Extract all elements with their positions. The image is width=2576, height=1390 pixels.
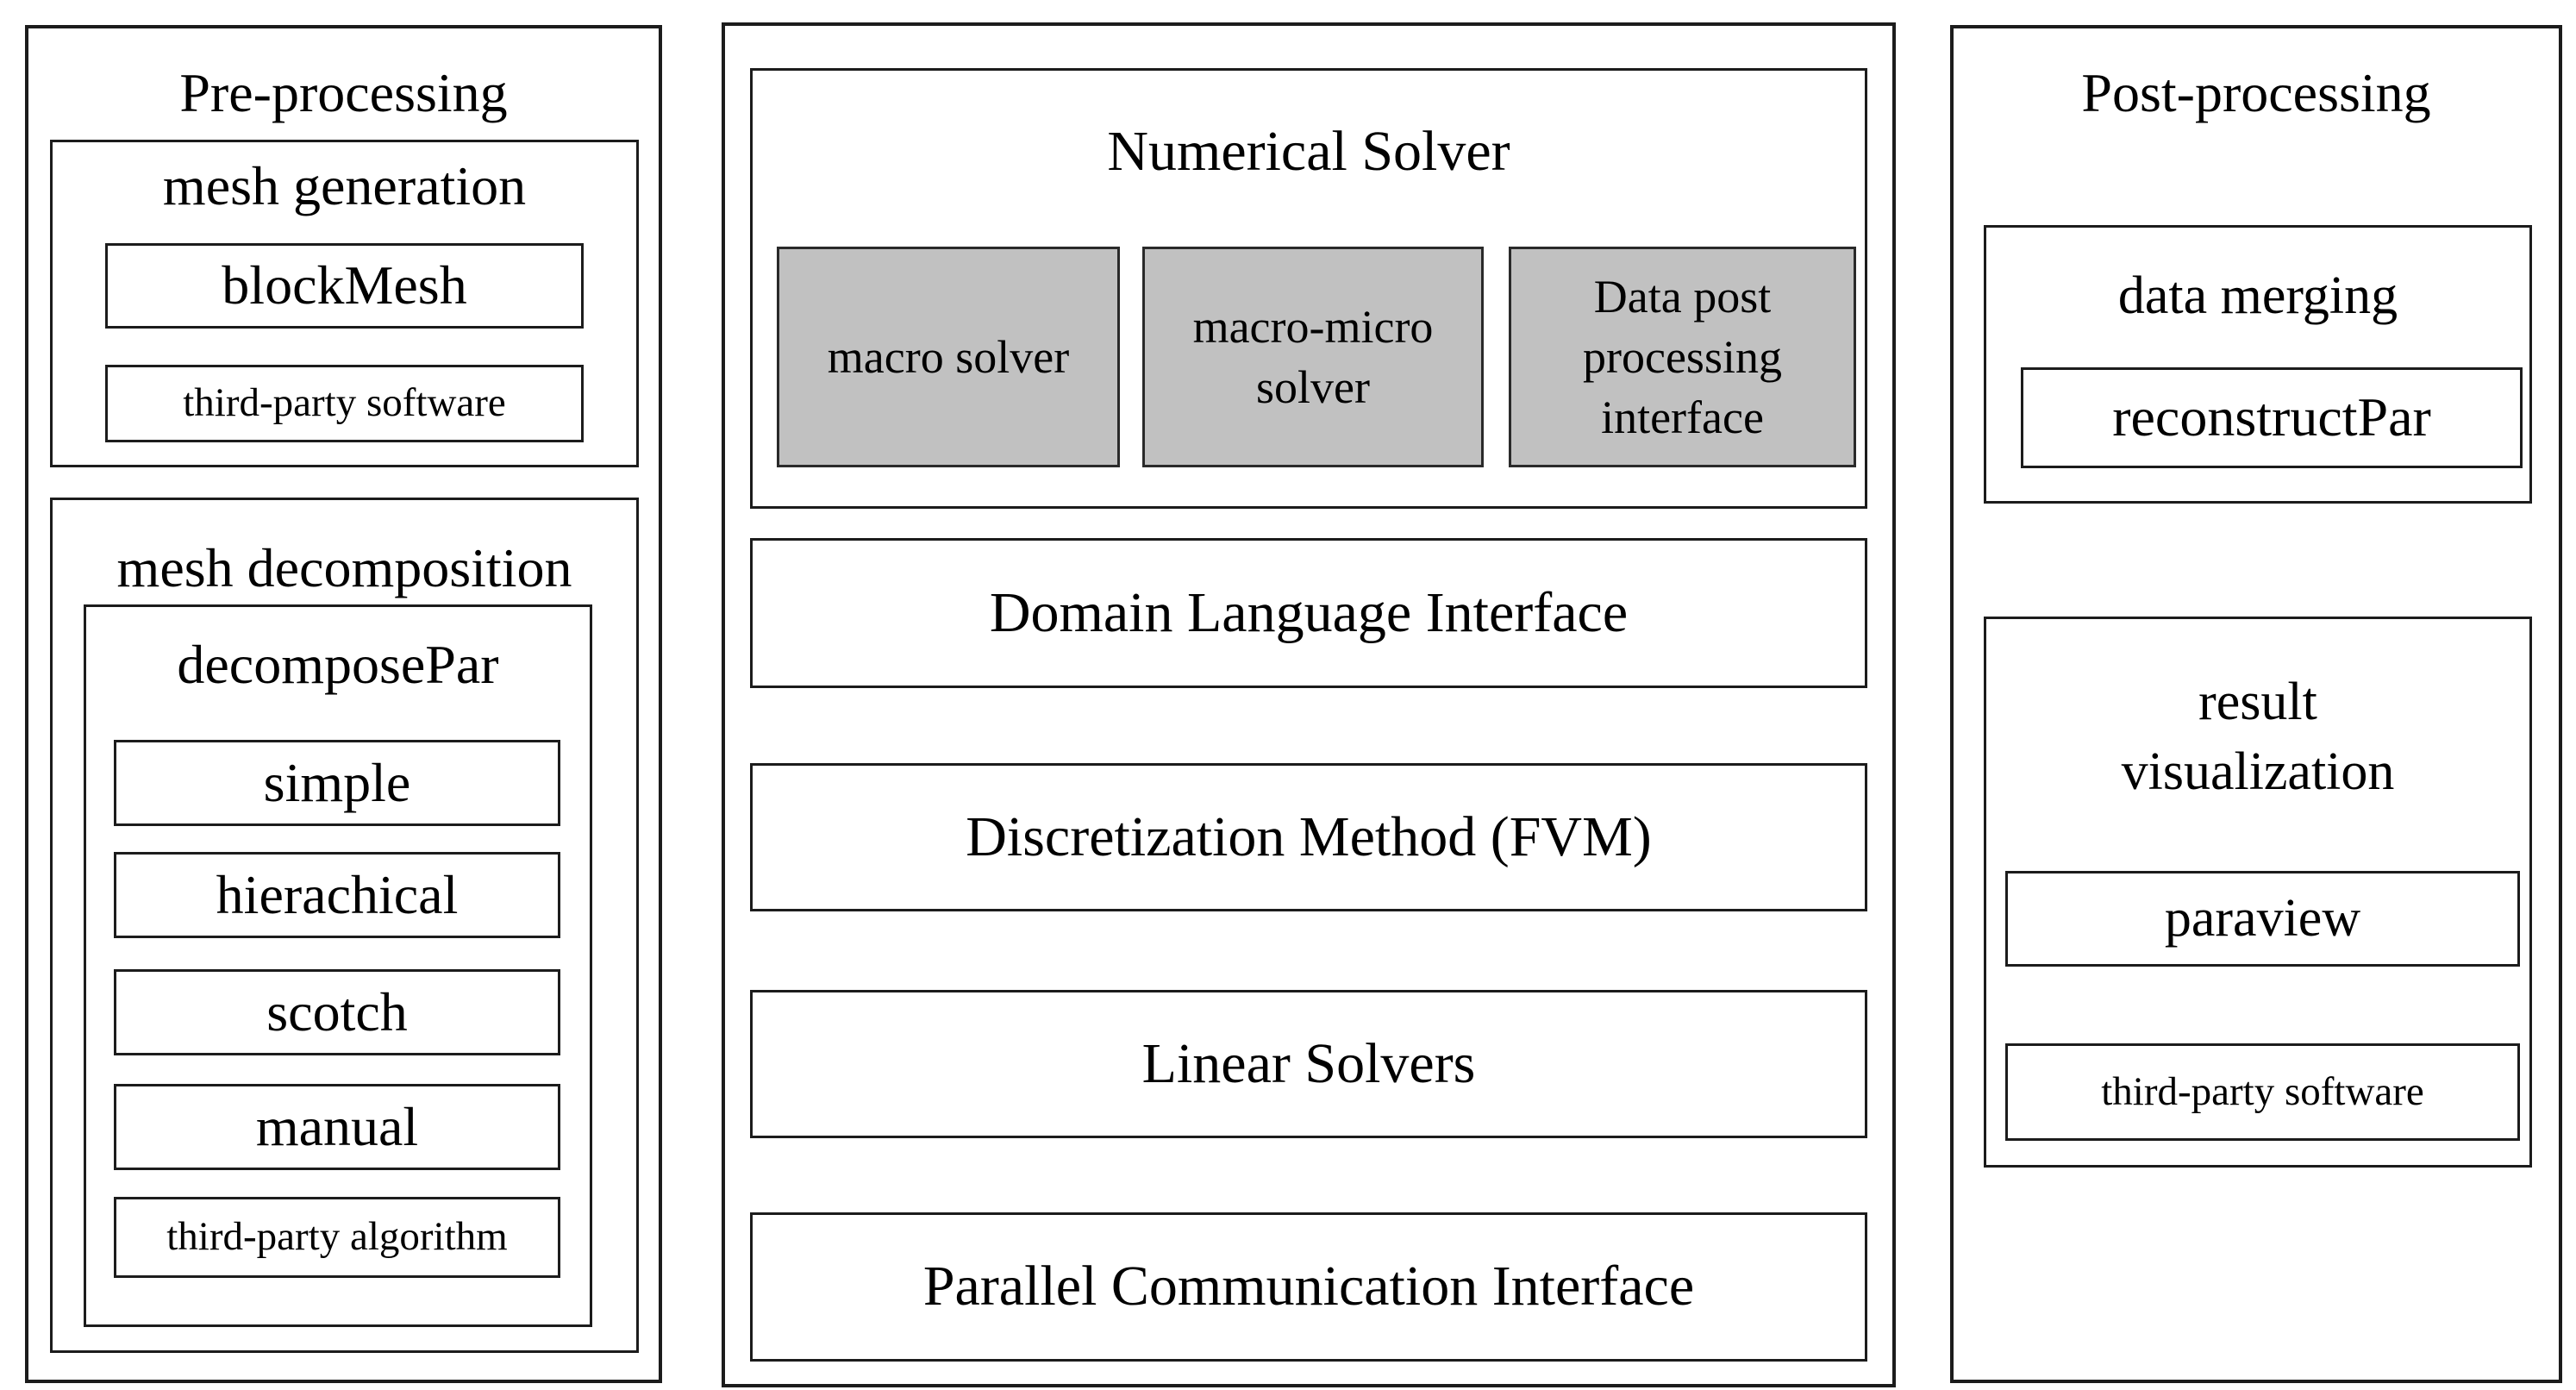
linear-solvers-layer: Linear Solvers (750, 990, 1867, 1138)
reconstructpar-box: reconstructPar (2021, 367, 2523, 468)
post-processing-panel: Post-processing data merging reconstruct… (1950, 25, 2562, 1383)
blockmesh-box: blockMesh (105, 243, 584, 329)
pre-processing-panel: Pre-processing mesh generation blockMesh… (25, 25, 662, 1383)
mesh-generation-title: mesh generation (162, 155, 527, 216)
method-manual-box: manual (114, 1084, 560, 1170)
data-merging-title: data merging (2117, 266, 2398, 325)
third-party-software-box: third-party software (105, 365, 584, 442)
numerical-solver-box: Numerical Solver macro solver macro-micr… (750, 68, 1867, 509)
paraview-box: paraview (2005, 871, 2520, 967)
pre-processing-title: Pre-processing (179, 62, 508, 123)
parallel-communication-interface-layer: Parallel Communication Interface (750, 1212, 1867, 1362)
numerical-solver-title: Numerical Solver (1107, 120, 1510, 183)
decomposepar-box: decomposePar simple hierachical scotch m… (84, 604, 592, 1327)
data-merging-box: data merging reconstructPar (1984, 225, 2532, 504)
post-processing-title: Post-processing (2081, 62, 2431, 123)
numerical-solver-panel: Numerical Solver macro solver macro-micr… (722, 22, 1896, 1387)
mesh-decomposition-box: mesh decomposition decomposePar simple h… (50, 498, 639, 1353)
result-visualization-box: result visualization paraview third-part… (1984, 617, 2532, 1168)
macro-micro-solver-module: macro-micro solver (1142, 247, 1484, 467)
domain-language-interface-layer: Domain Language Interface (750, 538, 1867, 688)
mesh-decomposition-title: mesh decomposition (116, 537, 572, 598)
decomposepar-title: decomposePar (177, 634, 499, 695)
data-post-processing-interface-module: Data post processing interface (1509, 247, 1856, 467)
macro-solver-module: macro solver (777, 247, 1120, 467)
discretization-method-layer: Discretization Method (FVM) (750, 763, 1867, 911)
method-scotch-box: scotch (114, 969, 560, 1055)
method-third-party-algorithm-box: third-party algorithm (114, 1197, 560, 1278)
result-visualization-title: result visualization (2121, 673, 2395, 801)
third-party-software-box: third-party software (2005, 1043, 2520, 1141)
mesh-generation-box: mesh generation blockMesh third-party so… (50, 140, 639, 467)
method-hierachical-box: hierachical (114, 852, 560, 938)
method-simple-box: simple (114, 740, 560, 826)
